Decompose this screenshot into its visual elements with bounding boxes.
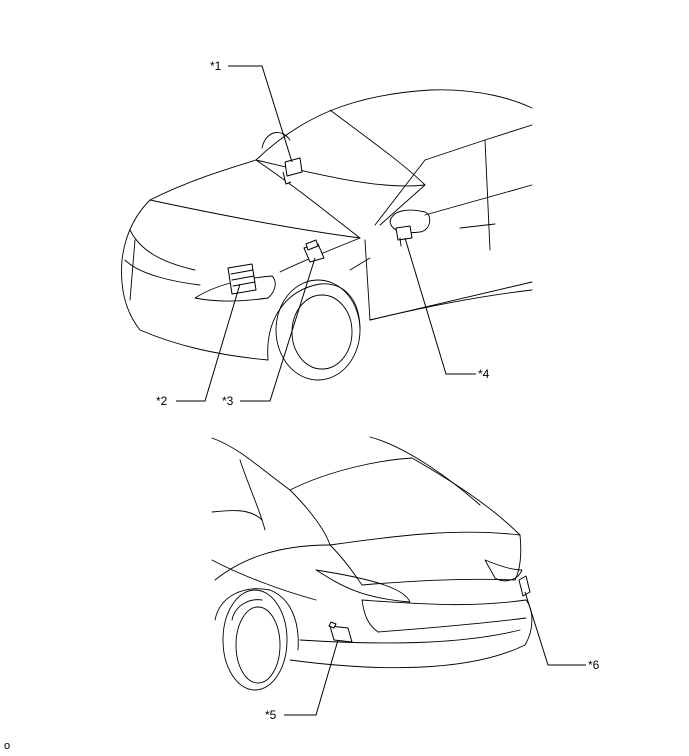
rear-car-illustration <box>211 436 533 691</box>
leader-line-5 <box>284 639 339 716</box>
component-2-icon <box>227 263 257 295</box>
callout-label-2: *2 <box>156 394 168 408</box>
component-6-icon <box>518 575 531 597</box>
figure-code: o <box>4 740 11 752</box>
leader-line-1 <box>228 65 293 163</box>
callout-label-5: *5 <box>265 708 277 722</box>
leader-line-6 <box>524 591 586 666</box>
callout-label-4: *4 <box>478 367 490 381</box>
component-5-icon <box>328 621 353 643</box>
component-3-icon <box>303 239 325 263</box>
component-4-icon <box>395 225 413 247</box>
callout-label-3: *3 <box>222 394 234 408</box>
callout-label-1: *1 <box>210 59 222 73</box>
callout-label-6: *6 <box>588 658 600 672</box>
leader-line-2 <box>176 283 241 402</box>
leader-line-4 <box>404 237 476 375</box>
front-car-illustration <box>121 89 533 381</box>
leader-line-3 <box>240 257 316 402</box>
component-1-icon <box>282 157 303 185</box>
